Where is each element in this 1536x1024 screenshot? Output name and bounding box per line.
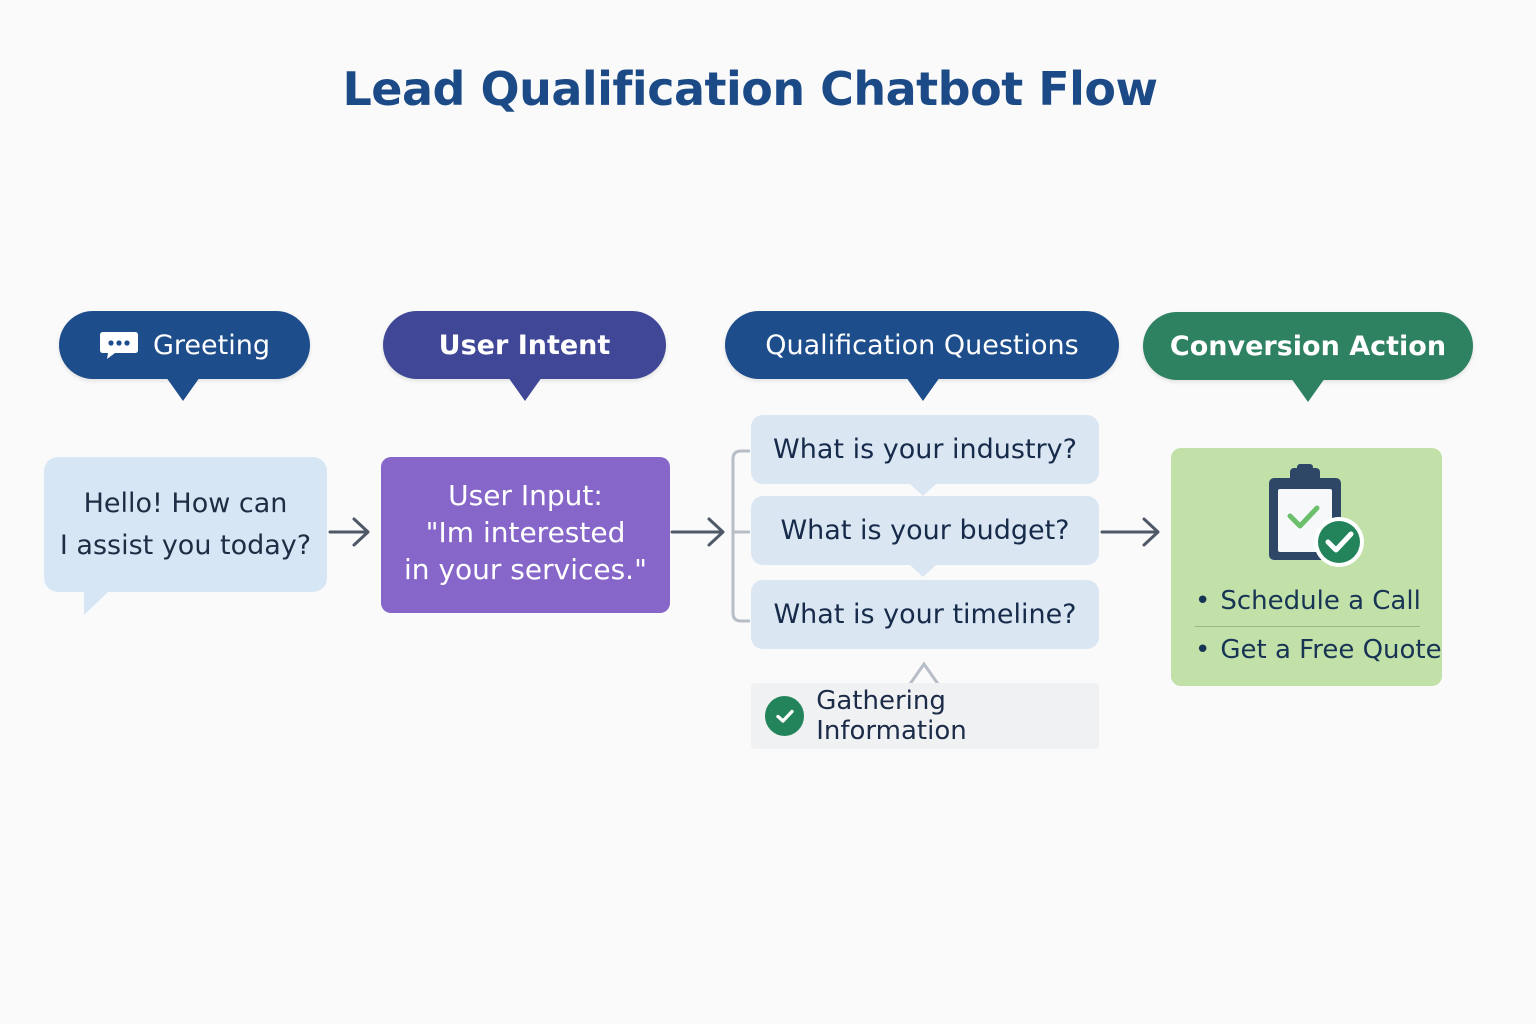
intent-line3: in your services."	[404, 552, 647, 586]
diagram-title: Lead Qualification Chatbot Flow	[342, 62, 1159, 116]
question-pointer	[910, 565, 936, 577]
bullet-icon: •	[1195, 586, 1211, 616]
gathering-status-box: Gathering Information	[751, 683, 1099, 749]
conversion-action-item: • Get a Free Quote	[1195, 635, 1442, 665]
pill-pointer	[1291, 378, 1325, 402]
stage-greeting-label: Greeting	[153, 329, 270, 361]
conversion-action-label: Schedule a Call	[1220, 586, 1421, 616]
stage-intent-label: User Intent	[438, 329, 611, 361]
question-pointer	[910, 484, 936, 496]
stage-qualification-header: Qualification Questions	[725, 311, 1119, 401]
question-timeline: What is your timeline?	[751, 580, 1099, 649]
stage-greeting-header: Greeting	[59, 311, 310, 401]
arrow-greeting-to-intent	[328, 517, 370, 547]
greeting-message-bubble: Hello! How can I assist you today?	[44, 457, 327, 592]
pill-pointer	[166, 377, 200, 401]
clipboard-check-icon	[1269, 464, 1364, 567]
questions-bracket	[731, 449, 750, 623]
arrow-questions-to-conversion	[1100, 517, 1160, 547]
divider	[1195, 626, 1420, 627]
pill-pointer	[906, 377, 940, 401]
question-budget: What is your budget?	[751, 496, 1099, 565]
stage-conversion-header: Conversion Action	[1143, 312, 1473, 402]
check-circle-icon	[765, 696, 805, 736]
greeting-bubble-tail	[84, 590, 110, 615]
question-industry: What is your industry?	[751, 415, 1099, 484]
conversion-action-item: • Schedule a Call	[1195, 586, 1421, 616]
intent-line1: User Input:	[448, 478, 603, 512]
intent-line2: "Im interested	[425, 515, 626, 549]
conversion-action-box: • Schedule a Call • Get a Free Quote	[1171, 448, 1442, 686]
bullet-icon: •	[1195, 635, 1211, 665]
stage-intent-header: User Intent	[383, 311, 666, 401]
pill-pointer	[508, 377, 542, 401]
gathering-status-label: Gathering Information	[816, 686, 967, 746]
stage-qualification-label: Qualification Questions	[765, 329, 1079, 361]
chat-bubble-icon	[100, 332, 138, 359]
greeting-message-line1: Hello! How can	[83, 487, 288, 519]
greeting-message-line2: I assist you today?	[59, 529, 312, 561]
arrow-intent-to-questions	[670, 517, 725, 547]
stage-conversion-label: Conversion Action	[1169, 330, 1447, 362]
user-intent-box: User Input: "Im interested in your servi…	[381, 457, 670, 613]
status-connector	[908, 661, 940, 685]
conversion-action-label: Get a Free Quote	[1220, 635, 1442, 665]
